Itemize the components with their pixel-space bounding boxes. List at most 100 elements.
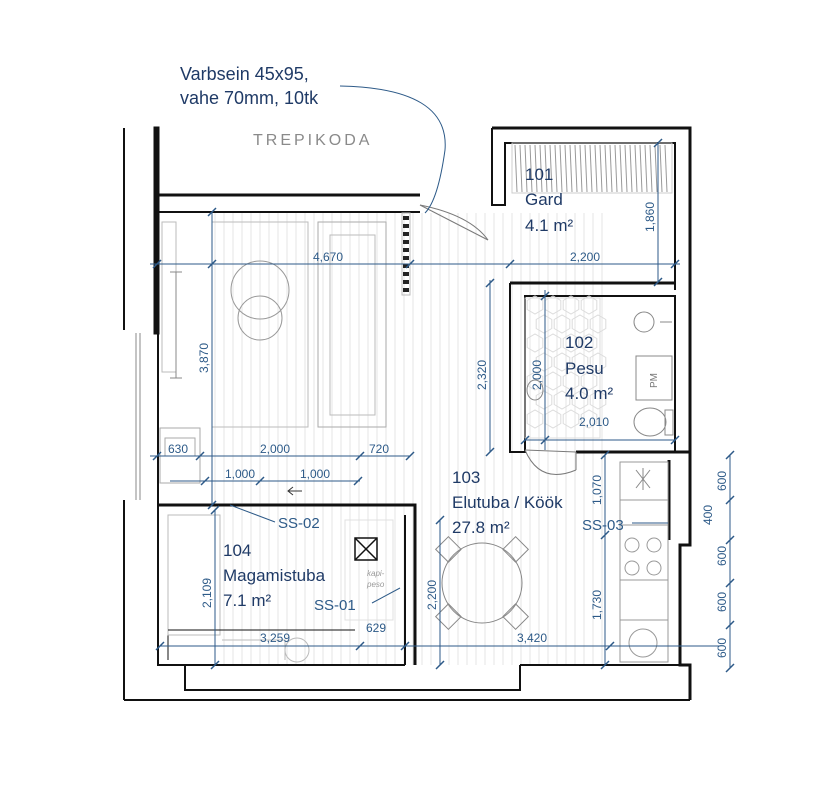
room-104-number: 104 <box>223 541 251 560</box>
hanger <box>644 144 648 193</box>
dim-tick <box>653 277 663 287</box>
room-101-number: 101 <box>525 165 553 184</box>
dim-tick <box>207 259 217 269</box>
hanger <box>609 144 613 193</box>
hex-tile <box>535 390 553 410</box>
dim-tick <box>725 663 735 673</box>
hanger <box>579 144 583 193</box>
hex-tile <box>571 314 589 334</box>
hanger <box>604 144 608 193</box>
dim-2200-v: 2,200 <box>425 580 439 610</box>
hanger <box>544 144 548 193</box>
hex-tile <box>553 314 571 334</box>
hanger <box>524 144 528 193</box>
hanger <box>569 144 573 193</box>
dim-3420: 3,420 <box>517 631 547 645</box>
dim-tick <box>540 435 550 445</box>
hanger <box>559 144 563 193</box>
dim-tick <box>653 138 663 148</box>
dim-tick <box>207 500 217 510</box>
dim-tick <box>725 450 735 460</box>
rail-block <box>403 256 409 260</box>
rail-block <box>403 264 409 268</box>
dim-2109: 2,109 <box>200 578 214 608</box>
hanger <box>624 144 628 193</box>
hex-tile <box>571 390 589 410</box>
hanger <box>594 144 598 193</box>
rail-block <box>403 248 409 252</box>
closet-label-2: peso <box>366 580 385 589</box>
hex-tile <box>535 352 553 372</box>
dim-tick <box>155 641 165 651</box>
dim-tick <box>353 476 363 486</box>
hex-tile <box>580 409 598 429</box>
dim-tick <box>670 259 680 269</box>
rail-block <box>403 224 409 228</box>
hex-tile <box>571 352 589 372</box>
hanger <box>529 144 533 193</box>
hanger <box>614 144 618 193</box>
dim-3870: 3,870 <box>197 343 211 373</box>
dim-629: 629 <box>366 621 386 635</box>
closet-label-1: kapi- <box>367 569 385 578</box>
hanger <box>549 144 553 193</box>
chair <box>502 603 530 631</box>
stairwell-label: TREPIKODA <box>253 132 372 149</box>
dim-1000-b: 1,000 <box>300 467 330 481</box>
chair <box>434 603 462 631</box>
dim-1070: 1,070 <box>590 475 604 505</box>
hanger <box>584 144 588 193</box>
dim-tick <box>355 641 365 651</box>
code-ss-01: SS-01 <box>314 597 356 614</box>
dim-tick <box>152 259 162 269</box>
hanger <box>654 144 658 193</box>
hanger <box>564 144 568 193</box>
dim-2000-v: 2,000 <box>530 360 544 390</box>
dim-tick <box>540 291 550 301</box>
dim-tick <box>405 259 415 269</box>
hex-tile <box>580 295 598 315</box>
sofa <box>317 221 387 428</box>
dim-630: 630 <box>168 442 188 456</box>
hanger <box>599 144 603 193</box>
code-ss-03: SS-03 <box>582 517 624 534</box>
hanger <box>534 144 538 193</box>
stairwell-rails <box>401 212 411 296</box>
dimension-lines <box>150 138 735 673</box>
dim-tick <box>405 451 415 461</box>
dim-tick <box>725 535 735 545</box>
dim-tick <box>600 660 610 670</box>
dim-2200-top: 2,200 <box>570 250 600 264</box>
hex-tile <box>553 390 571 410</box>
dim-tick <box>605 641 615 651</box>
hex-tile <box>589 390 607 410</box>
bed <box>167 514 355 663</box>
dim-tick <box>485 278 495 288</box>
dim-1860: 1,860 <box>643 202 657 232</box>
dim-3259: 3,259 <box>260 631 290 645</box>
dim-tick <box>725 495 735 505</box>
dim-tick <box>207 207 217 217</box>
dim-tick <box>195 451 205 461</box>
hex-tile <box>562 295 580 315</box>
room-103-area: 27.8 m² <box>452 518 510 537</box>
chair <box>502 535 530 563</box>
dim-tick <box>210 660 220 670</box>
toilet <box>633 407 674 437</box>
dim-right-600-a: 600 <box>715 471 729 491</box>
dim-tick <box>400 641 410 651</box>
dim-tick <box>200 476 210 486</box>
hanger <box>649 144 653 193</box>
closet-x-box <box>344 519 394 621</box>
hanger <box>539 144 543 193</box>
pm-label: PM <box>649 373 660 388</box>
hex-tile <box>553 352 571 372</box>
rail-block <box>403 288 409 292</box>
hanger <box>634 144 638 193</box>
rail-block <box>403 280 409 284</box>
hex-tile <box>580 333 598 353</box>
note-leader <box>339 85 446 214</box>
dim-tick <box>600 450 610 460</box>
dim-tick <box>152 451 162 461</box>
